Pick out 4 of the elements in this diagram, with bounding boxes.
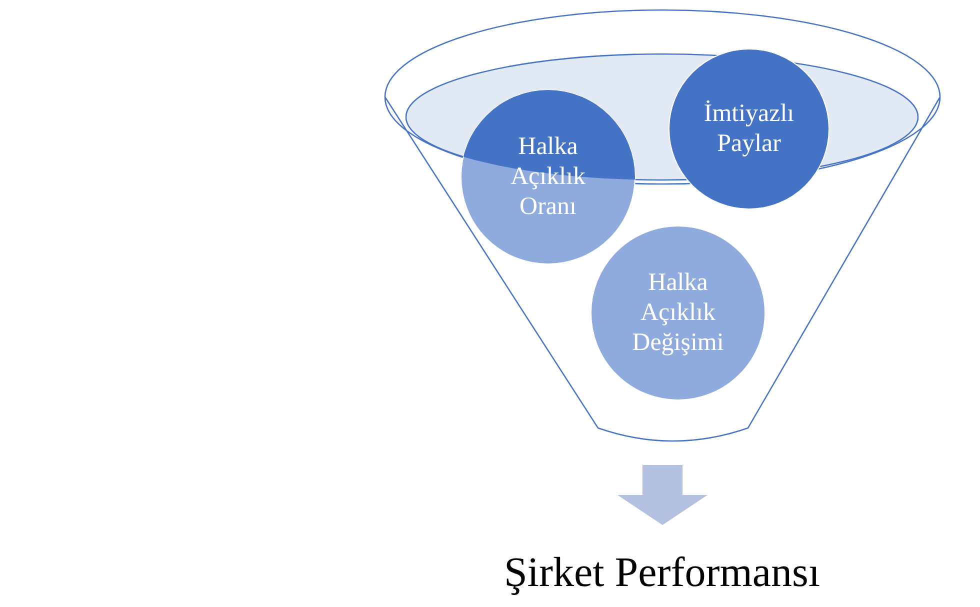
circle-label: İmtiyazlı Paylar — [702, 99, 796, 159]
circle-label: Halka Açıklık Değişimi — [631, 268, 725, 358]
down-arrow — [618, 465, 708, 525]
result-label: Şirket Performansı — [504, 550, 820, 596]
